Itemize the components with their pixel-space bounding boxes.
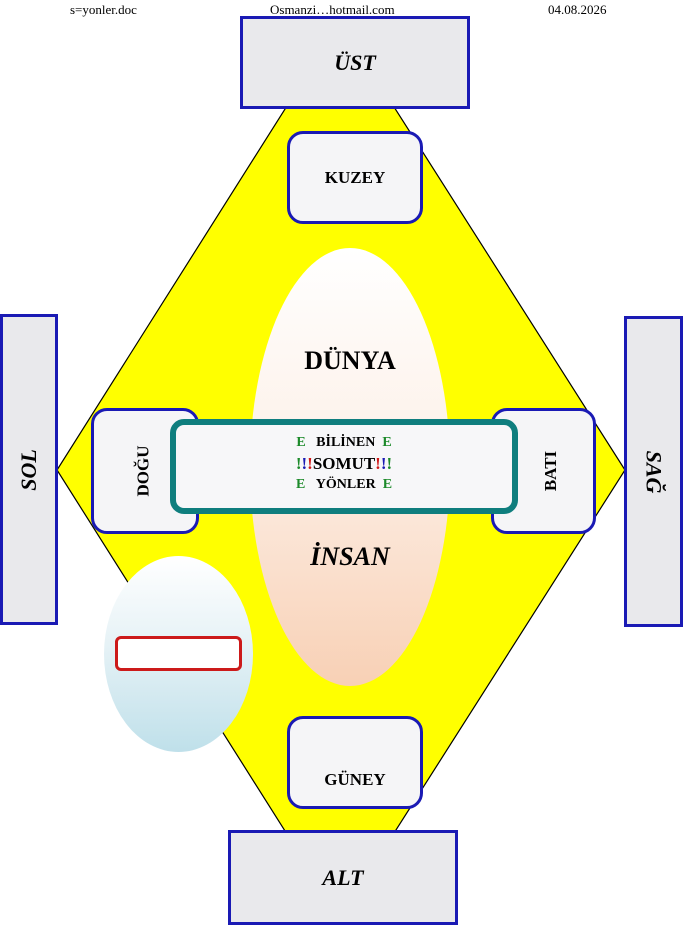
excl-mark: ! bbox=[380, 454, 387, 473]
right-label: SAĞ bbox=[641, 450, 667, 493]
doc-filename: s=yonler.doc bbox=[70, 2, 137, 17]
doc-email: Osmanzi…hotmail.com bbox=[270, 2, 395, 17]
north-label: KUZEY bbox=[324, 167, 386, 187]
directions-line: E YÖNLER E bbox=[176, 475, 512, 495]
excl-mark: ! bbox=[386, 454, 393, 473]
empty-red-box bbox=[115, 636, 242, 671]
doc-date: 04.08.2026 bbox=[548, 2, 607, 17]
concrete-label: SOMUT bbox=[312, 454, 376, 473]
top-box: ÜST bbox=[240, 16, 470, 109]
bottom-label: ALT bbox=[322, 864, 364, 890]
center-box: E BİLİNEN E !!!SOMUT!!! E YÖNLER E bbox=[170, 419, 518, 514]
e-mark: E bbox=[382, 477, 393, 492]
concrete-line: !!!SOMUT!!! bbox=[176, 453, 512, 475]
excl-mark: ! bbox=[375, 454, 381, 473]
top-label: ÜST bbox=[334, 49, 376, 75]
world-label: DÜNYA bbox=[304, 346, 396, 375]
e-mark: E bbox=[295, 477, 306, 492]
east-label: DOĞU bbox=[133, 445, 153, 497]
e-mark: E bbox=[296, 435, 306, 450]
south-label: GÜNEY bbox=[324, 770, 386, 789]
right-box: SAĞ bbox=[624, 316, 683, 627]
bottom-box: ALT bbox=[228, 830, 458, 925]
directions-label: YÖNLER bbox=[315, 477, 376, 492]
south-box: GÜNEY bbox=[287, 716, 423, 809]
left-label: SOL bbox=[16, 448, 41, 491]
excl-mark: ! bbox=[301, 454, 308, 473]
e-mark: E bbox=[382, 435, 392, 450]
left-box: SOL bbox=[0, 314, 58, 625]
excl-mark: ! bbox=[307, 454, 313, 473]
west-label: BATI bbox=[540, 450, 560, 492]
excl-mark: ! bbox=[295, 454, 302, 473]
north-box: KUZEY bbox=[287, 131, 423, 224]
known-line: E BİLİNEN E bbox=[176, 433, 512, 453]
human-label: İNSAN bbox=[310, 542, 390, 571]
known-label: BİLİNEN bbox=[316, 435, 376, 450]
